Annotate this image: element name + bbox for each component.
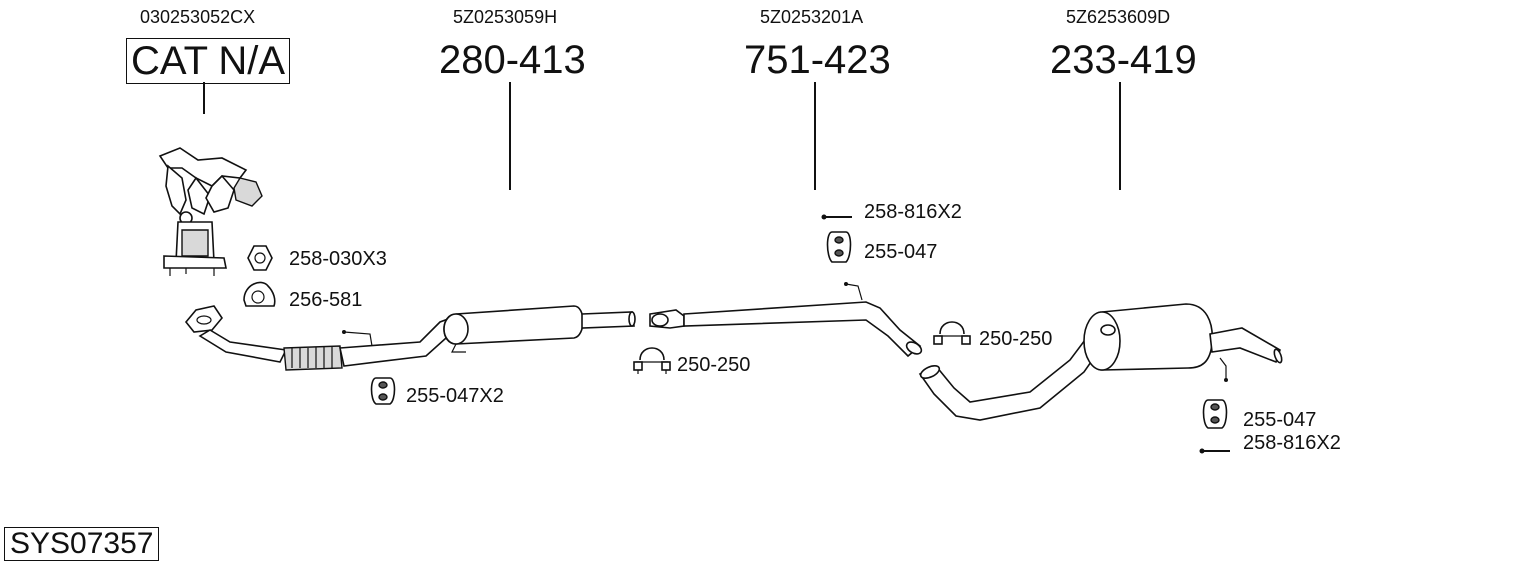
front-pipe	[184, 305, 461, 371]
mid-pipe	[649, 282, 923, 358]
clamp-mid-icon	[633, 347, 671, 374]
bolt-top-icon	[821, 214, 852, 220]
label-bolt-rear: 258-816X2	[1243, 432, 1341, 454]
oem-number-rear-silencer: 5Z6253609D	[1066, 7, 1171, 27]
front-silencer	[443, 305, 636, 353]
catalytic-converter-manifold	[158, 147, 263, 276]
label-rubber-top: 255-047	[864, 241, 938, 263]
rubber-mount-rear-icon	[1202, 399, 1228, 429]
label-gasket: 256-581	[289, 289, 363, 311]
rubber-mount-front-icon	[370, 377, 396, 405]
label-clamp-rear: 250-250	[979, 328, 1053, 350]
label-nut: 258-030X3	[289, 248, 387, 270]
label-rubber-rear: 255-047	[1243, 409, 1317, 431]
rubber-mount-top-icon	[826, 231, 852, 263]
part-number-front-silencer: 280-413	[439, 38, 586, 82]
oem-number-front-silencer: 5Z0253059H	[453, 7, 558, 27]
part-number-mid-pipe: 751-423	[744, 38, 891, 82]
rear-silencer	[918, 303, 1283, 421]
oem-number-mid-pipe: 5Z0253201A	[760, 7, 864, 27]
part-number-cat: CAT N/A	[126, 38, 291, 84]
bolt-rear-icon	[1199, 448, 1230, 454]
part-number-rear-silencer: 233-419	[1050, 38, 1197, 82]
system-id: SYS07357	[4, 527, 160, 561]
clamp-rear-icon	[933, 321, 971, 345]
oem-number-cat: 030253052CX	[140, 7, 256, 27]
label-clamp-mid: 250-250	[677, 354, 751, 376]
label-bolt-top: 258-816X2	[864, 201, 962, 223]
gasket-icon	[243, 281, 276, 307]
label-rubber-front: 255-047X2	[406, 385, 504, 407]
nut-icon	[247, 245, 273, 271]
